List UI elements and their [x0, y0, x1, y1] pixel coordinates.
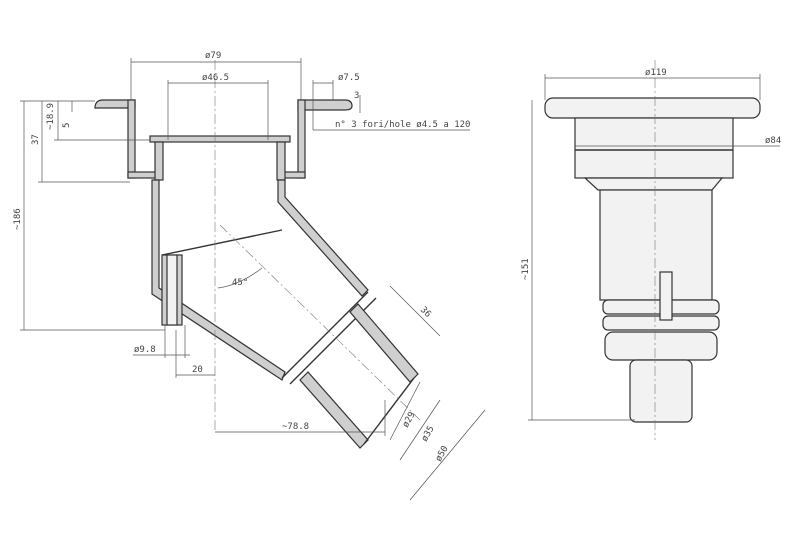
body-right-wall — [277, 179, 369, 297]
dim-outlet-offset: ~78.8 — [282, 422, 309, 432]
body-inner-line — [161, 229, 283, 256]
side-view: ø119 ø84 ~151 — [521, 60, 781, 440]
outlet-pipe-lower — [299, 371, 369, 449]
dimension-lines — [20, 58, 486, 501]
cup-bottom-left — [127, 171, 157, 179]
flange-right — [297, 99, 353, 111]
dim-depth-total-upper: 37 — [31, 134, 41, 145]
side-dimension-lines — [528, 74, 780, 421]
dim-inner-diameter: ø46.5 — [202, 73, 229, 83]
cup-wall-right — [297, 99, 306, 179]
body-left-wall — [151, 179, 286, 381]
collar-top — [149, 135, 291, 143]
section-view: ø79 ø46.5 ø7.5 3 n° 3 fori/hole ø4.5 a 1… — [13, 51, 486, 501]
side-upper-body — [574, 117, 734, 179]
dim-hole-spacing: ø7.5 — [338, 73, 360, 83]
dim-outlet-d2: ø35 — [420, 424, 437, 443]
dim-outlet-length: 36 — [418, 305, 433, 320]
angle-arc — [217, 267, 263, 289]
hose-barb-bore — [166, 254, 178, 326]
outlet-inner-pipe — [281, 291, 377, 385]
dim-flange-diameter: ø79 — [205, 51, 221, 61]
dim-barb-diameter: ø9.8 — [134, 345, 156, 355]
dim-angle: 45° — [232, 278, 248, 288]
dim-holes-note: n° 3 fori/hole ø4.5 a 120 — [335, 120, 470, 130]
dim-depth-upper: ~18.9 — [46, 103, 56, 130]
side-ring-3 — [604, 331, 718, 361]
dim-overall-height: ~186 — [13, 208, 23, 230]
side-nozzle — [629, 359, 693, 423]
collar-right — [276, 141, 286, 181]
center-line-outlet — [219, 224, 421, 421]
dim-lip: 5 — [62, 123, 72, 128]
side-taper — [583, 177, 724, 191]
side-flange — [544, 97, 761, 119]
side-lower-body — [599, 189, 713, 301]
side-dim-flange-diameter: ø119 — [645, 68, 667, 78]
outlet-end — [363, 377, 415, 445]
outlet-pipe-upper — [349, 303, 419, 383]
dim-barb-offset: 20 — [192, 365, 203, 375]
cup-wall-left — [127, 99, 136, 179]
side-dim-body-diameter: ø84 — [765, 136, 781, 146]
dim-flange-thickness: 3 — [354, 91, 359, 101]
side-hose-barb — [659, 271, 673, 321]
collar-left — [154, 141, 164, 181]
side-dim-overall-height: ~151 — [521, 258, 531, 280]
